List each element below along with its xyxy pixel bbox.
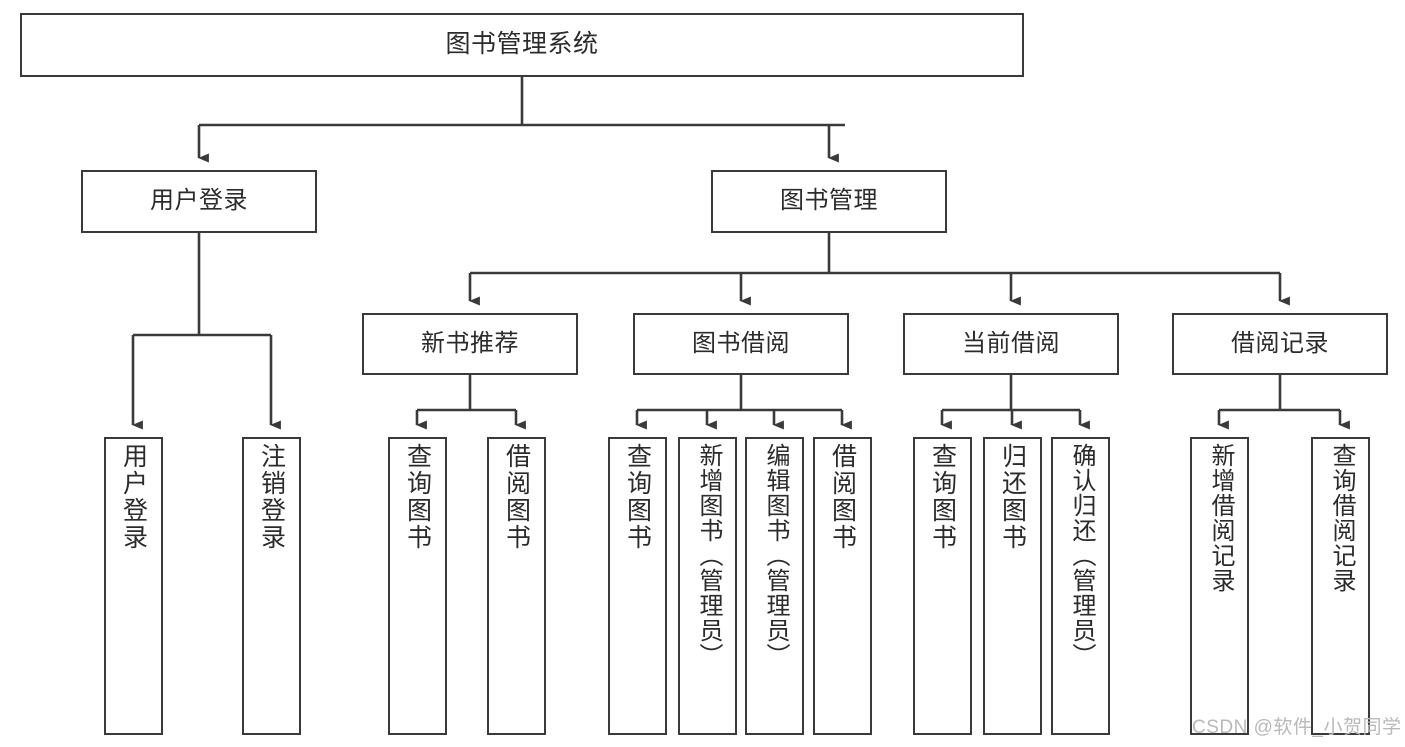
node-label: 借阅图书: [502, 443, 531, 551]
node-label: 查询图书: [623, 443, 652, 551]
node-book-manage[interactable]: 图书管理: [711, 170, 947, 233]
node-leaf-cur-confirm[interactable]: 确认归还（管理员）: [1051, 437, 1110, 735]
node-leaf-user-login[interactable]: 用户登录: [104, 437, 163, 735]
csdn-watermark: CSDN @软件_小贺同学: [1192, 717, 1402, 738]
node-label: 当前借阅: [962, 329, 1060, 357]
node-label: 用户登录: [150, 187, 248, 215]
node-label: 确认归还（管理员）: [1067, 443, 1095, 668]
node-borrow-record[interactable]: 借阅记录: [1172, 313, 1388, 375]
node-leaf-borrow-lend[interactable]: 借阅图书: [813, 437, 872, 735]
node-label: 用户登录: [119, 443, 148, 551]
node-leaf-borrow-query[interactable]: 查询图书: [608, 437, 667, 735]
node-label: 归还图书: [998, 443, 1027, 551]
node-leaf-rec-search[interactable]: 查询借阅记录: [1311, 437, 1370, 735]
node-label: 查询借阅记录: [1327, 443, 1355, 593]
node-book-borrow[interactable]: 图书借阅: [633, 313, 849, 375]
node-label: 查询图书: [403, 443, 432, 551]
node-leaf-rec-borrow[interactable]: 借阅图书: [487, 437, 546, 735]
node-label: 新增借阅记录: [1206, 443, 1234, 593]
node-user-login[interactable]: 用户登录: [81, 170, 317, 233]
node-leaf-borrow-add[interactable]: 新增图书（管理员）: [678, 437, 737, 735]
node-label: 图书借阅: [692, 329, 790, 357]
node-leaf-cur-query[interactable]: 查询图书: [913, 437, 972, 735]
node-label: 查询图书: [928, 443, 957, 551]
node-leaf-rec-add[interactable]: 新增借阅记录: [1190, 437, 1249, 735]
node-label: 图书管理系统: [445, 30, 599, 59]
node-label: 编辑图书（管理员）: [761, 443, 789, 668]
node-label: 新增图书（管理员）: [694, 443, 722, 668]
node-new-book-rec[interactable]: 新书推荐: [362, 313, 578, 375]
node-leaf-cur-return[interactable]: 归还图书: [983, 437, 1042, 735]
node-label: 新书推荐: [421, 329, 519, 357]
node-label: 借阅记录: [1231, 329, 1329, 357]
node-root-system[interactable]: 图书管理系统: [20, 13, 1024, 77]
node-label: 借阅图书: [828, 443, 857, 551]
node-current-borrow[interactable]: 当前借阅: [903, 313, 1119, 375]
node-label: 图书管理: [780, 187, 878, 215]
node-leaf-rec-query[interactable]: 查询图书: [388, 437, 447, 735]
node-label: 注销登录: [257, 443, 286, 551]
node-leaf-borrow-edit[interactable]: 编辑图书（管理员）: [745, 437, 804, 735]
node-leaf-user-logout[interactable]: 注销登录: [242, 437, 301, 735]
